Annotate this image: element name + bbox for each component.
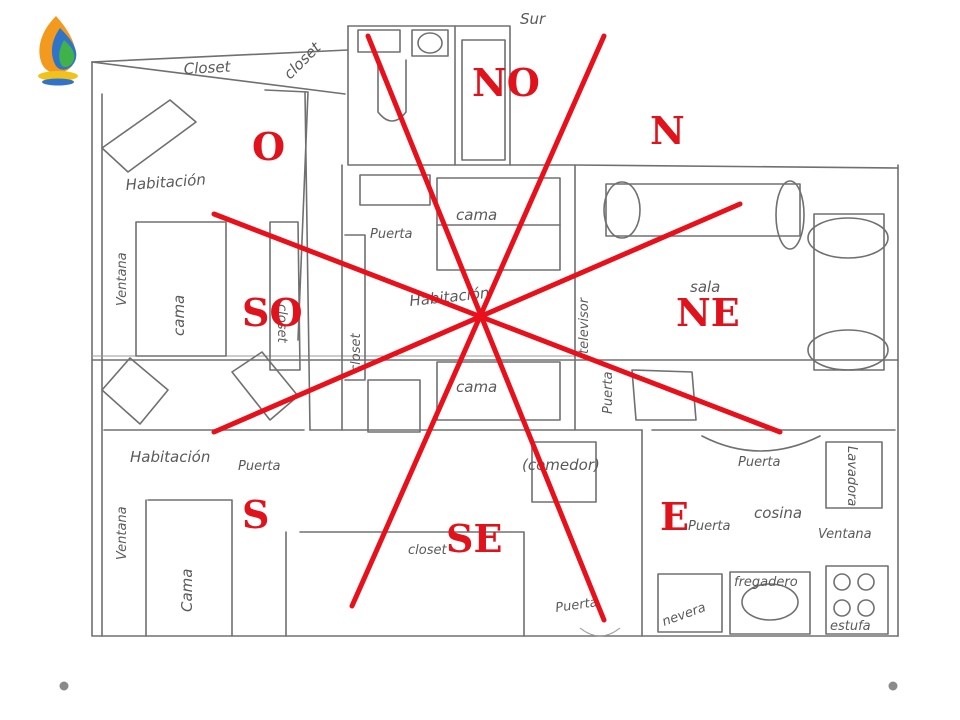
label-habitacion-1: Habitación [125,170,206,194]
label-habitacion-2: Habitación [130,448,210,466]
previous-dot-icon[interactable] [59,681,69,691]
label-closet-bottom: closet [408,543,447,558]
label-ventana-2: Ventana [115,506,130,560]
label-puerta-2: Puerta [238,459,281,474]
dir-label-ne: NE [676,290,740,335]
flame-drop-icon [38,16,78,86]
dir-label-no: NO [472,60,540,105]
label-televisor: televisor [577,296,592,354]
line-n-s [349,33,607,609]
dir-label-e: E [660,494,689,539]
label-sala: sala [690,278,720,296]
label-comedor: (comedor) [522,456,600,474]
dir-label-o: O [252,124,285,169]
dir-label-so: SO [242,290,303,335]
line-ne-so [211,201,743,435]
label-cocina: cosina [754,504,802,522]
label-puerta-sala: Puerta [601,371,616,414]
label-closet-top2: closet [280,38,325,83]
next-dot-icon[interactable] [888,681,898,691]
label-cama-center-top: cama [456,206,497,224]
label-ventana-1: Ventana [115,252,130,306]
walls [91,25,899,637]
label-cama-1: cama [170,295,188,336]
label-cama-center-bottom: cama [456,378,497,396]
dir-label-se: SE [446,516,502,561]
label-cama-2: Cama [178,569,196,612]
label-closet-center: closet [349,333,364,372]
label-puerta-cocina: Puerta [738,455,781,470]
label-puerta-bottom: Puerta [554,595,598,616]
label-sur: Sur [520,10,546,28]
dir-label-s: S [242,492,269,537]
line-o-e [211,211,783,435]
label-lavadora: Lavadora [844,446,859,506]
label-estufa: estufa [830,619,871,634]
label-ventana-cocina: Ventana [818,527,872,542]
label-puerta-cocina2: Puerta [688,519,731,534]
label-puerta-center: Puerta [370,227,413,242]
label-closet-top: Closet [183,58,232,78]
label-fregadero: fregadero [734,575,798,590]
label-nevera: nevera [660,600,708,630]
line-no-se [365,33,607,623]
dir-label-n: N [650,108,685,153]
compass-lines [211,33,783,623]
direction-labels: NO N O NE SO S SE E [242,60,740,561]
label-closet-left: closet [274,304,289,343]
